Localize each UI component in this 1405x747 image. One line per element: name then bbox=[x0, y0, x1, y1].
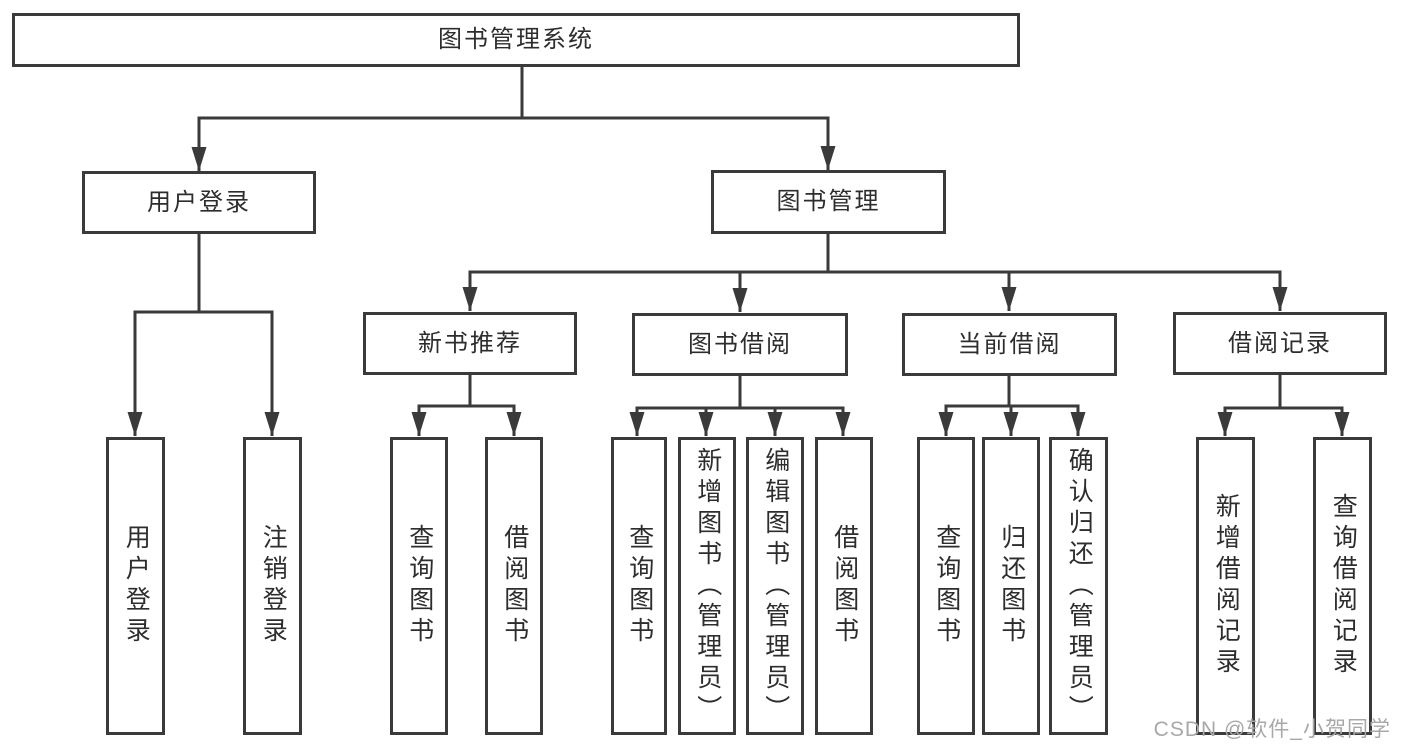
leaf-logout: 注销登录 bbox=[243, 437, 302, 735]
leaf-query-books-recommend-label: 查询图书 bbox=[405, 524, 434, 648]
leaf-query-books-recommend: 查询图书 bbox=[390, 437, 448, 735]
leaf-query-borrow-record: 查询借阅记录 bbox=[1313, 437, 1372, 735]
node-book-management-label: 图书管理 bbox=[776, 188, 881, 215]
leaf-return-book: 归还图书 bbox=[982, 437, 1040, 735]
leaf-confirm-return-admin-label: 确认归还（管理员） bbox=[1065, 446, 1094, 726]
leaf-add-book-admin: 新增图书（管理员） bbox=[678, 437, 736, 735]
connector-arrows bbox=[127, 118, 1350, 436]
leaf-add-borrow-record-label: 新增借阅记录 bbox=[1212, 493, 1241, 679]
leaf-return-book-label: 归还图书 bbox=[997, 524, 1026, 648]
leaf-add-book-admin-label: 新增图书（管理员） bbox=[693, 446, 722, 726]
leaf-add-borrow-record: 新增借阅记录 bbox=[1196, 437, 1255, 735]
node-new-book-recommend-label: 新书推荐 bbox=[418, 329, 522, 357]
node-borrow-records-label: 借阅记录 bbox=[1228, 329, 1332, 357]
leaf-query-books-current: 查询图书 bbox=[917, 437, 975, 735]
node-book-management: 图书管理 bbox=[711, 170, 946, 234]
leaf-query-books-borrow-label: 查询图书 bbox=[625, 524, 654, 648]
leaf-query-books-current-label: 查询图书 bbox=[932, 524, 961, 648]
node-root: 图书管理系统 bbox=[12, 13, 1020, 67]
leaf-query-borrow-record-label: 查询借阅记录 bbox=[1329, 493, 1358, 679]
watermark-text: CSDN @软件_小贺同学 bbox=[1153, 718, 1391, 741]
node-borrow-records: 借阅记录 bbox=[1173, 312, 1387, 375]
connector-rails bbox=[133, 67, 1344, 410]
node-root-label: 图书管理系统 bbox=[438, 26, 594, 53]
leaf-query-books-borrow: 查询图书 bbox=[611, 437, 667, 735]
node-book-borrow: 图书借阅 bbox=[632, 313, 848, 376]
leaf-borrow-books-recommend-label: 借阅图书 bbox=[500, 524, 529, 648]
leaf-user-login: 用户登录 bbox=[106, 437, 165, 735]
leaf-borrow-books-recommend: 借阅图书 bbox=[485, 437, 543, 735]
leaf-edit-book-admin: 编辑图书（管理员） bbox=[746, 437, 804, 735]
leaf-user-login-label: 用户登录 bbox=[122, 524, 151, 648]
leaf-borrow-books: 借阅图书 bbox=[815, 437, 873, 735]
leaf-confirm-return-admin: 确认归还（管理员） bbox=[1049, 437, 1108, 735]
leaf-logout-label: 注销登录 bbox=[259, 524, 288, 648]
node-new-book-recommend: 新书推荐 bbox=[363, 312, 577, 375]
node-current-borrow-label: 当前借阅 bbox=[957, 330, 1062, 358]
node-user-login-label: 用户登录 bbox=[147, 188, 251, 216]
node-book-borrow-label: 图书借阅 bbox=[688, 330, 792, 358]
node-user-login: 用户登录 bbox=[82, 171, 316, 234]
node-current-borrow: 当前借阅 bbox=[902, 313, 1117, 376]
leaf-borrow-books-label: 借阅图书 bbox=[830, 524, 859, 648]
leaf-edit-book-admin-label: 编辑图书（管理员） bbox=[761, 446, 790, 726]
